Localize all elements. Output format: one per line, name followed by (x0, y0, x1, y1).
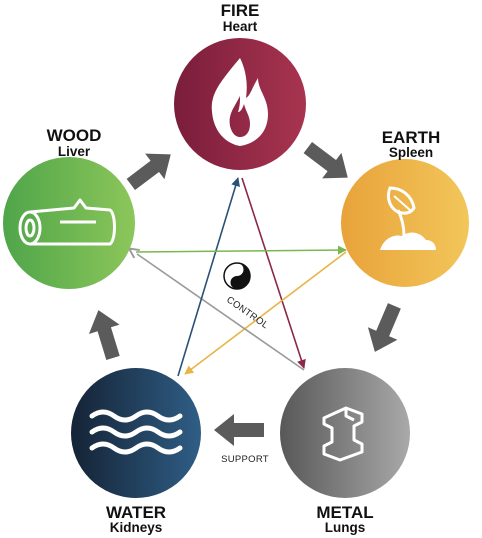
element-fire (174, 38, 306, 170)
element-metal (280, 368, 410, 498)
control-arrow-earth-water (184, 251, 347, 375)
support-arrow-metal-water (214, 414, 264, 446)
metal-name: METAL (316, 503, 373, 522)
water-organ: Kidneys (110, 520, 163, 535)
water-name: WATER (106, 503, 166, 522)
support-arrow-water-wood (88, 310, 120, 360)
support-arrow-earth-metal (367, 303, 401, 352)
log-icon (18, 198, 116, 246)
metal-organ: Lungs (325, 520, 366, 535)
element-earth (341, 159, 469, 287)
element-water (71, 368, 201, 498)
earth-circle (341, 159, 469, 287)
control-arrow-metal-wood (137, 254, 305, 371)
earth-organ: Spleen (389, 145, 433, 160)
earth-name: EARTH (382, 128, 441, 147)
support-arrow-wood-fire (126, 153, 171, 191)
support-label: SUPPORT (221, 454, 269, 465)
sprout-icon (380, 186, 436, 250)
flame-icon (211, 58, 268, 146)
control-arrows (135, 177, 347, 377)
support-arrow-fire-earth (303, 141, 348, 179)
control-arrow-wood-earth (135, 245, 347, 255)
wood-organ: Liver (58, 144, 91, 159)
waves-icon (89, 409, 183, 455)
element-wood (3, 157, 135, 289)
control-arrow-water-fire (177, 177, 240, 377)
wood-name: WOOD (47, 126, 102, 145)
yin-yang-icon (223, 262, 251, 290)
fire-organ: Heart (223, 19, 258, 34)
control-arrow-fire-metal (241, 177, 306, 369)
metal-circle (280, 368, 410, 498)
metal-beam-icon (322, 406, 364, 462)
fire-name: FIRE (221, 1, 260, 20)
support-arrows (88, 141, 401, 446)
